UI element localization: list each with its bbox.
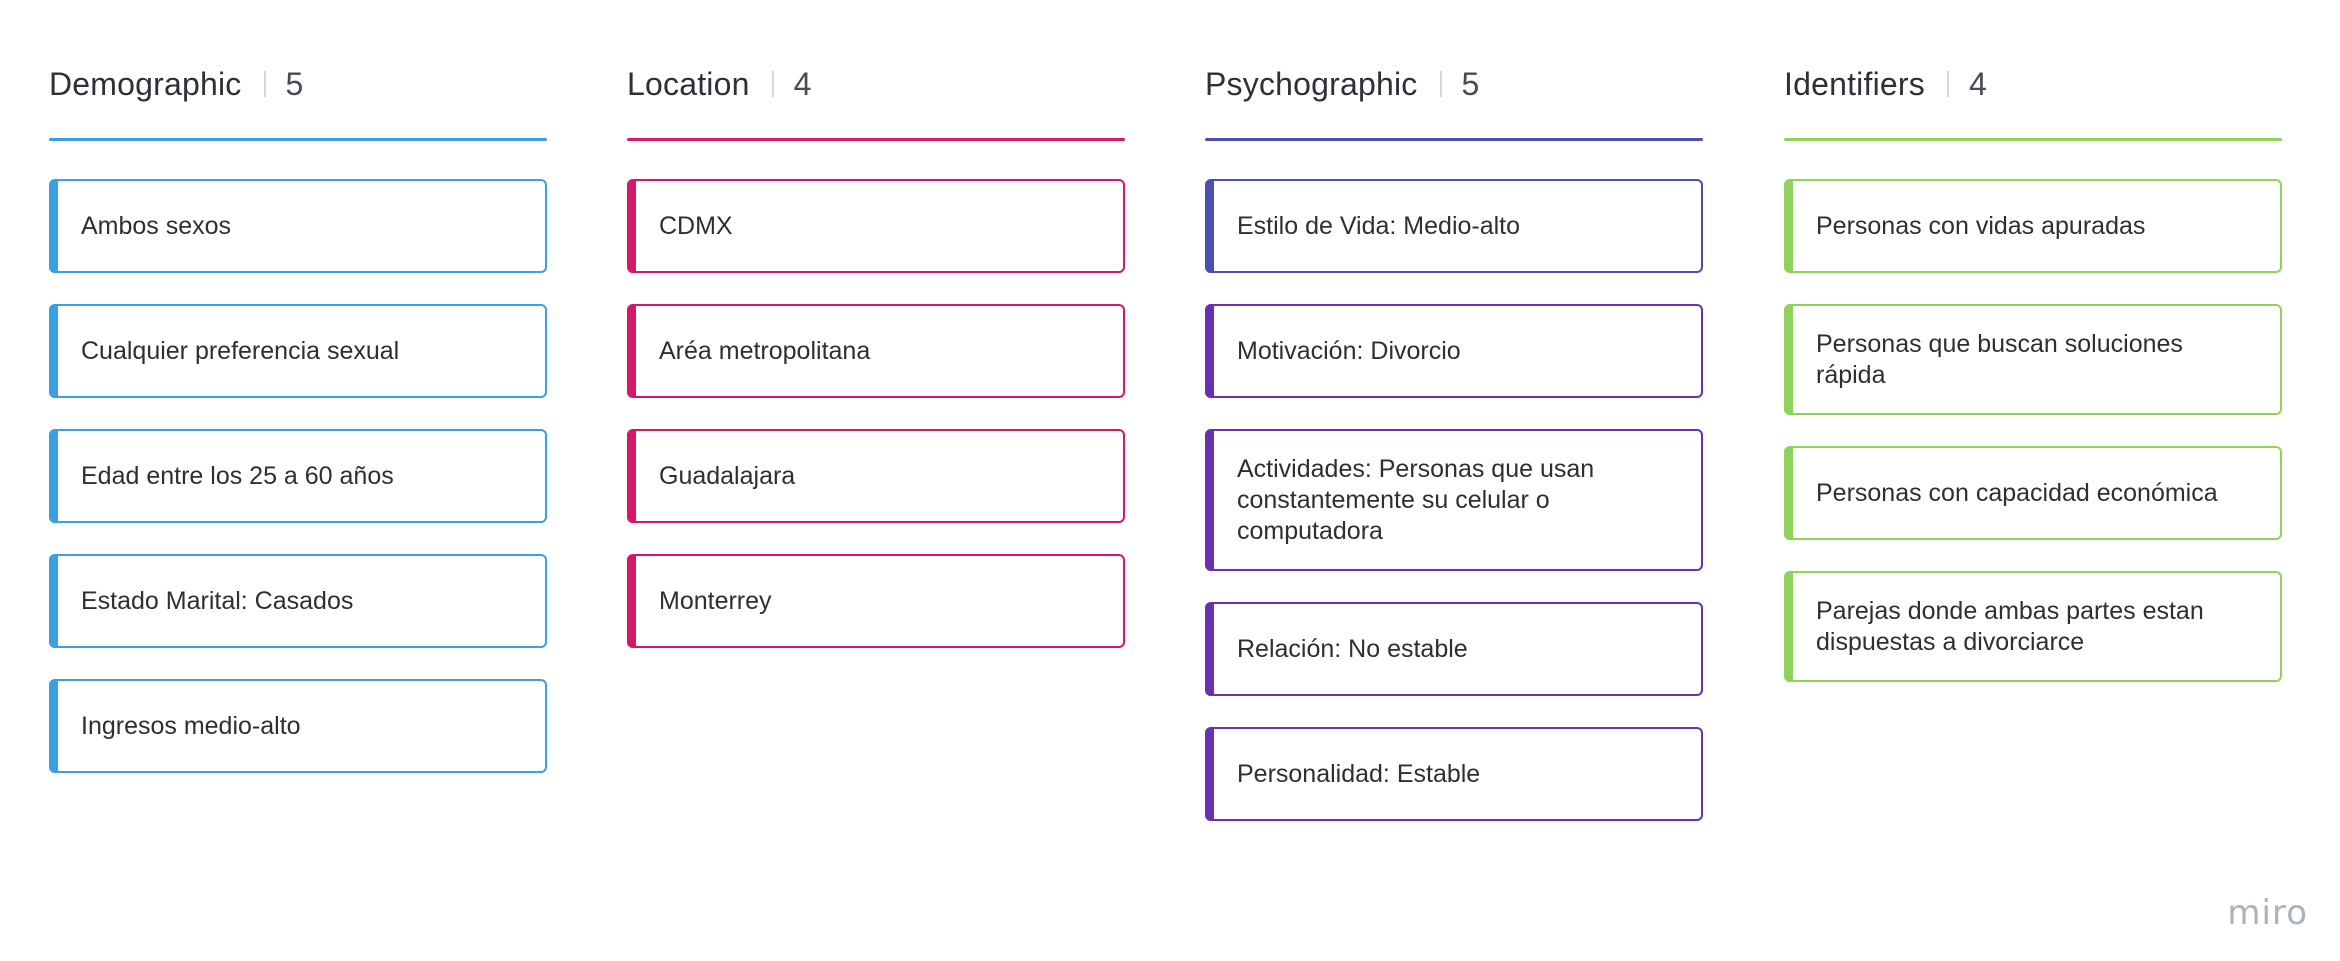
card[interactable]: Personas que buscan soluciones rápida (1784, 304, 2282, 415)
card-stripe (1205, 304, 1214, 398)
card-text: Ingresos medio-alto (81, 712, 301, 740)
card-text: Cualquier preferencia sexual (81, 337, 400, 365)
header-divider (771, 71, 774, 97)
card[interactable]: Edad entre los 25 a 60 años (49, 429, 547, 523)
card[interactable]: Actividades: Personas que usan constante… (1205, 429, 1703, 571)
card-text: Guadalajara (659, 462, 796, 490)
card-text: Edad entre los 25 a 60 años (81, 462, 394, 490)
card-text: Personas con capacidad económica (1816, 479, 2218, 507)
card-stripe (49, 304, 58, 398)
card-text: Actividades: Personas que usan constante… (1237, 455, 1595, 545)
card-stripe (1784, 571, 1793, 682)
card-stripe (1205, 602, 1214, 696)
column-header: Location 4 (627, 62, 811, 106)
column-rule (1784, 138, 2282, 141)
card-stripe (49, 429, 58, 523)
header-divider (1439, 71, 1442, 97)
column-rule (1205, 138, 1703, 141)
card-stripe (627, 429, 636, 523)
card[interactable]: Ambos sexos (49, 179, 547, 273)
card-text: Personas con vidas apuradas (1816, 212, 2146, 240)
card[interactable]: Cualquier preferencia sexual (49, 304, 547, 398)
card-text: Parejas donde ambas partes estan dispues… (1816, 597, 2204, 656)
card-text: Ambos sexos (81, 212, 232, 240)
card-stripe (627, 179, 636, 273)
header-divider (263, 71, 266, 97)
column-rule (49, 138, 547, 141)
column-count: 4 (1968, 65, 1987, 102)
card-text: Monterrey (659, 587, 772, 615)
card-list: Ambos sexos Cualquier preferencia sexual… (49, 179, 547, 804)
card[interactable]: Aréa metropolitana (627, 304, 1125, 398)
column-header: Identifiers 4 (1784, 62, 1987, 106)
card[interactable]: Monterrey (627, 554, 1125, 648)
card-list: CDMX Aréa metropolitana Guadalajara Mont… (627, 179, 1125, 679)
card-text: Personalidad: Estable (1237, 760, 1481, 788)
card[interactable]: Personalidad: Estable (1205, 727, 1703, 821)
card-text: Aréa metropolitana (659, 337, 871, 365)
header-divider (1946, 71, 1949, 97)
card-stripe (1205, 727, 1214, 821)
column-header: Psychographic 5 (1205, 62, 1479, 106)
card[interactable]: Estilo de Vida: Medio-alto (1205, 179, 1703, 273)
card[interactable]: Guadalajara (627, 429, 1125, 523)
column-title: Location (627, 65, 750, 102)
card-stripe (49, 179, 58, 273)
card-stripe (1784, 446, 1793, 540)
card-stripe (1205, 429, 1214, 571)
column-count: 5 (1461, 65, 1480, 102)
card-stripe (1205, 179, 1214, 273)
card[interactable]: Ingresos medio-alto (49, 679, 547, 773)
card-stripe (1784, 179, 1793, 273)
card[interactable]: Parejas donde ambas partes estan dispues… (1784, 571, 2282, 682)
column-rule (627, 138, 1125, 141)
column-header: Demographic 5 (49, 62, 303, 106)
card-stripe (49, 554, 58, 648)
miro-logo: miro (2227, 893, 2308, 933)
column-count: 5 (285, 65, 304, 102)
card[interactable]: Motivación: Divorcio (1205, 304, 1703, 398)
card[interactable]: Relación: No estable (1205, 602, 1703, 696)
card-text: Estado Marital: Casados (81, 587, 354, 615)
card[interactable]: Personas con vidas apuradas (1784, 179, 2282, 273)
column-title: Demographic (49, 65, 242, 102)
card-stripe (49, 679, 58, 773)
card-stripe (627, 304, 636, 398)
column-title: Identifiers (1784, 65, 1925, 102)
card[interactable]: Estado Marital: Casados (49, 554, 547, 648)
column-title: Psychographic (1205, 65, 1418, 102)
card-text: Personas que buscan soluciones rápida (1816, 330, 2183, 389)
card-stripe (627, 554, 636, 648)
card-text: Motivación: Divorcio (1237, 337, 1461, 365)
card-text: Estilo de Vida: Medio-alto (1237, 212, 1521, 240)
card-list: Estilo de Vida: Medio-alto Motivación: D… (1205, 179, 1703, 852)
card-text: Relación: No estable (1237, 635, 1468, 663)
card[interactable]: Personas con capacidad económica (1784, 446, 2282, 540)
card-list: Personas con vidas apuradas Personas que… (1784, 179, 2282, 713)
card[interactable]: CDMX (627, 179, 1125, 273)
column-count: 4 (793, 65, 812, 102)
card-text: CDMX (659, 212, 733, 240)
card-stripe (1784, 304, 1793, 415)
